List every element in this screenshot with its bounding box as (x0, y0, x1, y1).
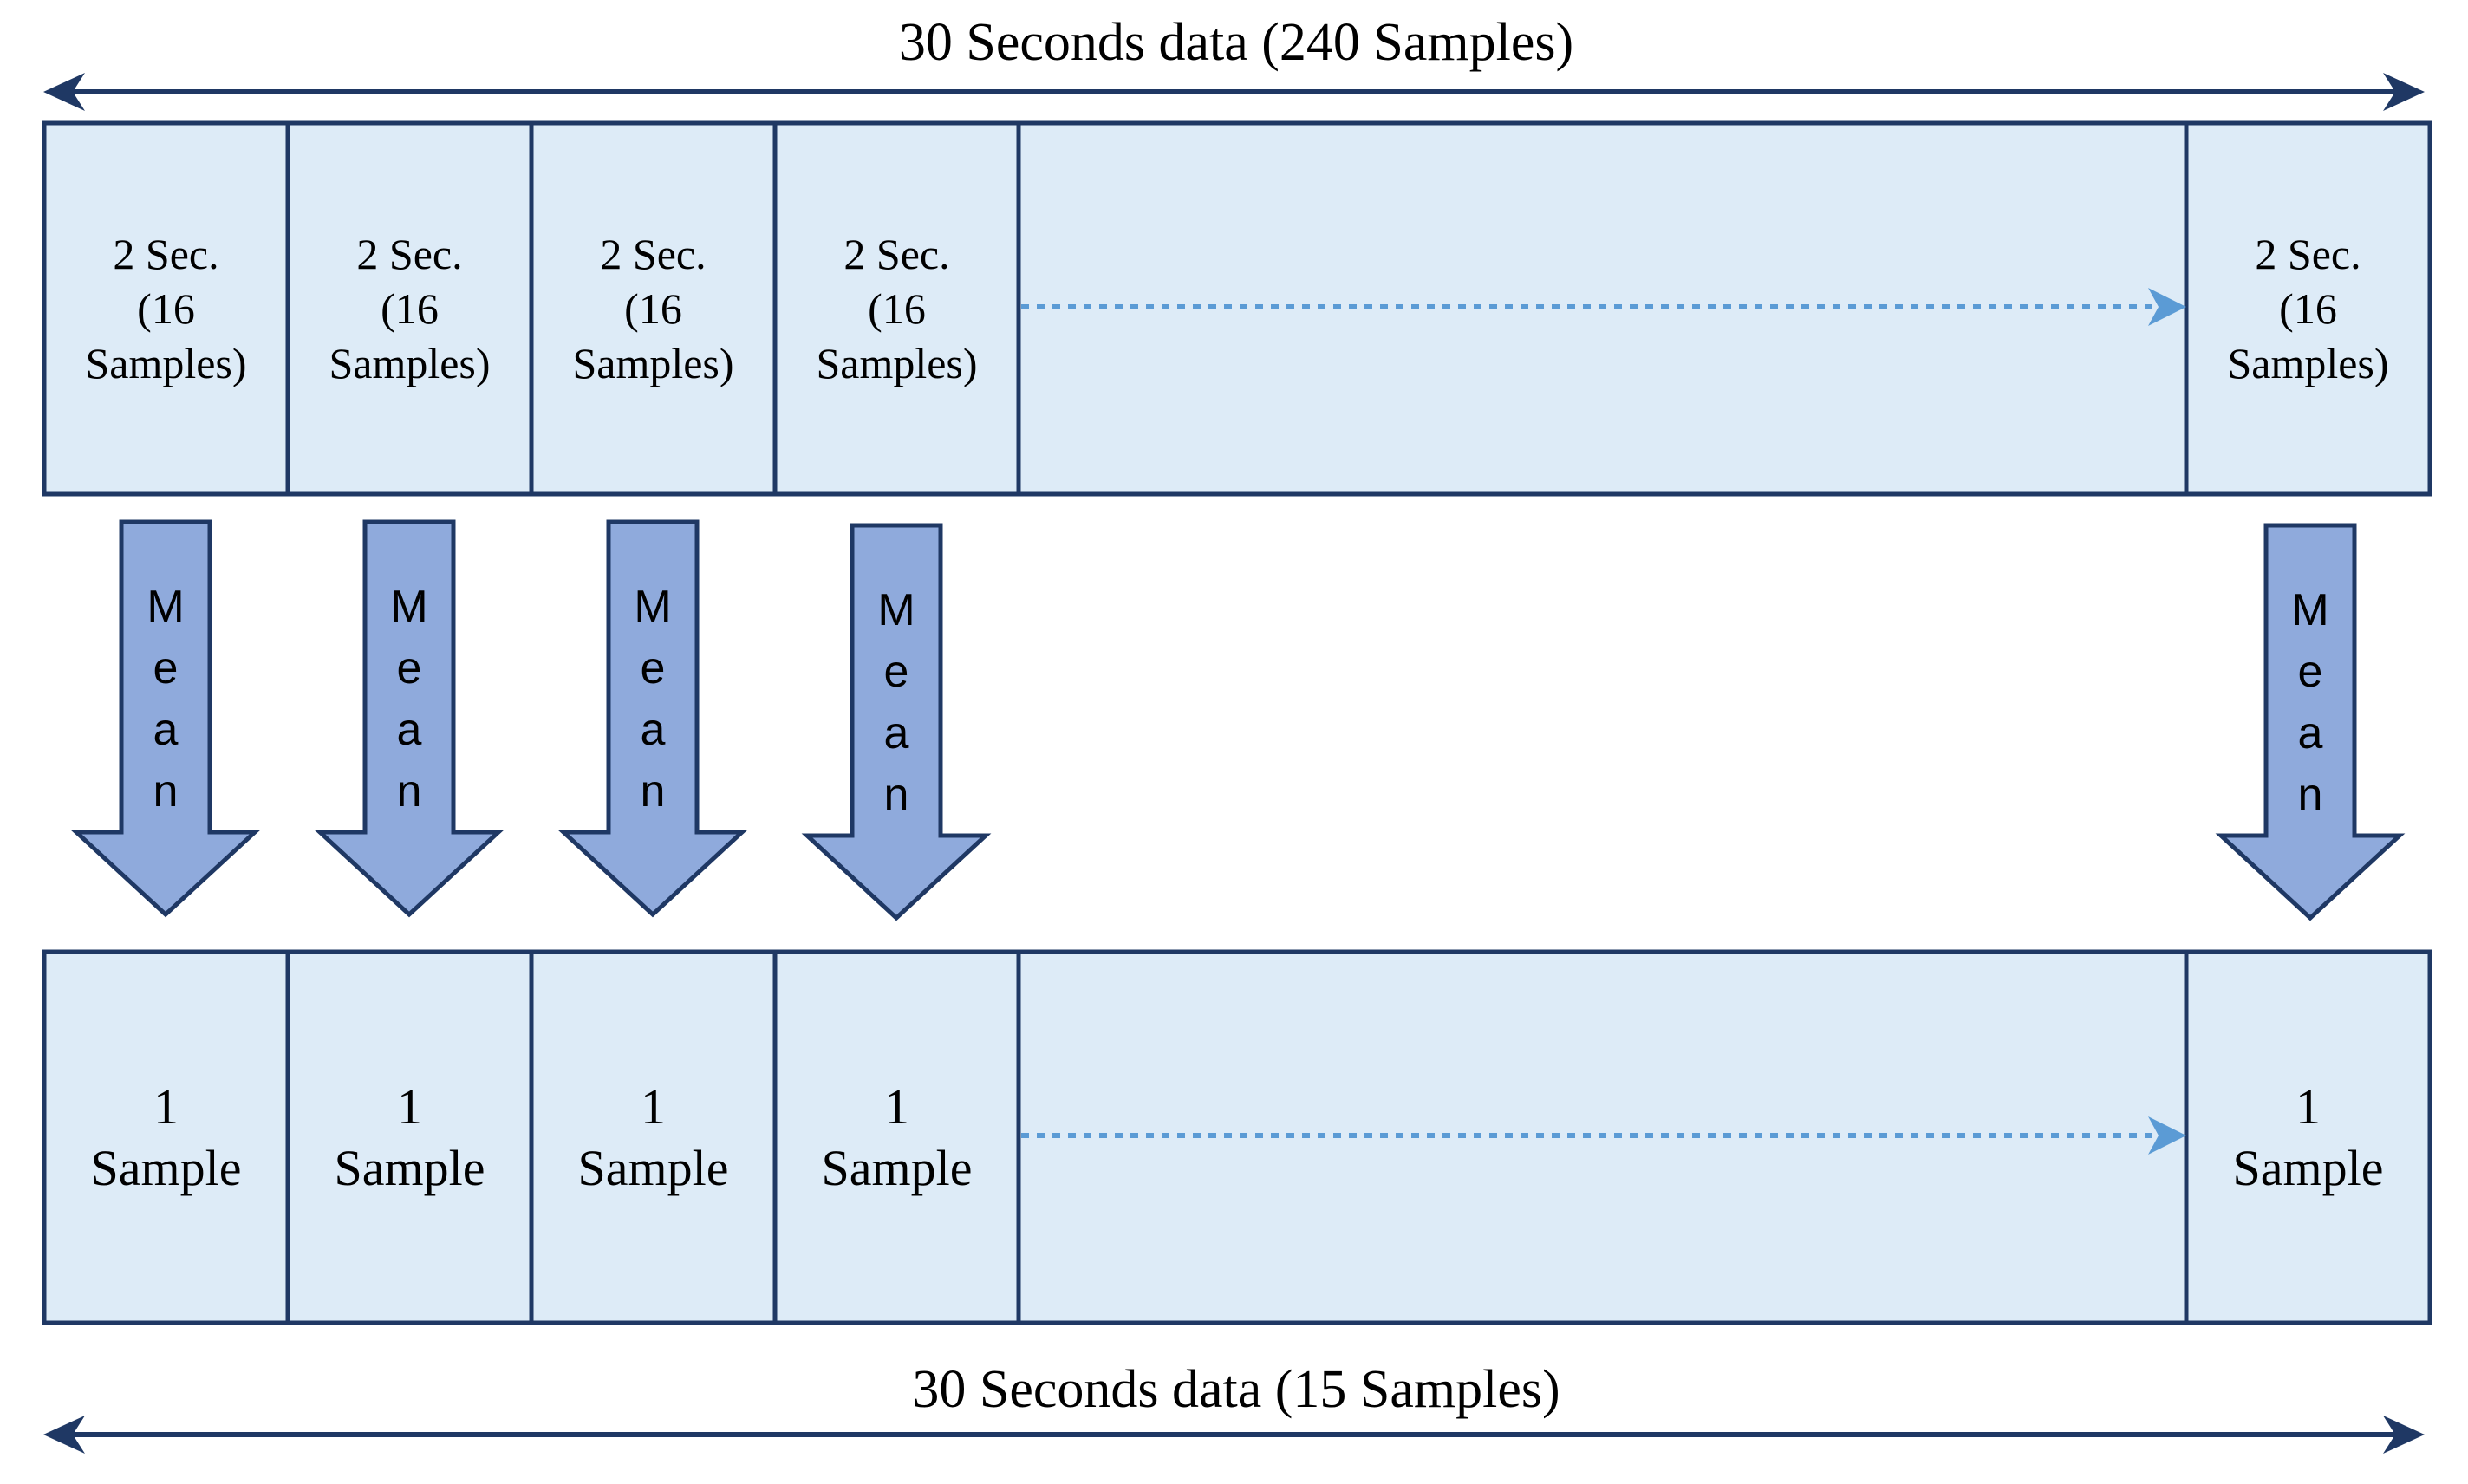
mean-arrow-2-label: M e a n (365, 576, 453, 823)
mean-letter: e (153, 643, 179, 693)
mean-letter: a (640, 705, 666, 755)
top-cell-2-text: 2 Sec. (16 Samples) (288, 123, 531, 494)
top-cell-line: (16 (2279, 283, 2337, 333)
mean-letter: M (634, 582, 672, 632)
mean-arrow (557, 519, 748, 918)
mean-letter: M (877, 585, 915, 635)
mean-letter: n (640, 766, 666, 817)
bottom-row-frame (42, 949, 2432, 1325)
bottom-cell-line: Sample (577, 1140, 729, 1196)
mean-arrow (2215, 523, 2406, 921)
bottom-cell-2-text: 1 Sample (288, 952, 531, 1323)
top-cell-line: (16 (381, 283, 439, 333)
mean-letter: M (390, 582, 428, 632)
top-cell-last-text: 2 Sec. (16 Samples) (2186, 123, 2430, 494)
top-cell-line: Samples) (2227, 338, 2389, 387)
top-cell-line: 2 Sec. (600, 229, 707, 278)
mean-letter: n (153, 766, 179, 817)
mean-arrow-1-label: M e a n (121, 576, 210, 823)
bottom-cell-line: 1 (153, 1078, 179, 1135)
mean-letter: M (147, 582, 185, 632)
top-cell-line: Samples) (816, 338, 978, 387)
bottom-cell-line: 1 (883, 1078, 909, 1135)
mean-letter: n (396, 766, 422, 817)
bottom-continuation-arrow (1021, 1116, 2186, 1155)
top-cell-line: (16 (868, 283, 926, 333)
bottom-cell-line: Sample (90, 1140, 242, 1196)
bottom-cell-line: 1 (640, 1078, 666, 1135)
mean-arrow-last-label: M e a n (2266, 580, 2354, 826)
mean-letter: a (2297, 708, 2323, 758)
mean-letter: n (883, 770, 909, 820)
top-cell-line: 2 Sec. (113, 229, 219, 278)
mean-letter: a (396, 705, 422, 755)
top-cell-line: Samples) (329, 338, 491, 387)
top-cell-4-text: 2 Sec. (16 Samples) (775, 123, 1019, 494)
top-cell-line: (16 (137, 283, 195, 333)
top-cell-line: Samples) (85, 338, 247, 387)
bottom-cell-4-text: 1 Sample (775, 952, 1019, 1323)
mean-arrow-4-label: M e a n (852, 580, 941, 826)
bottom-cell-line: 1 (2295, 1078, 2321, 1135)
bottom-cell-line: Sample (821, 1140, 973, 1196)
top-row (42, 120, 2432, 497)
mean-letter: a (883, 708, 909, 758)
bottom-row (42, 949, 2432, 1325)
mean-letter: M (2291, 585, 2329, 635)
mean-letter: e (2297, 647, 2323, 697)
top-cell-line: 2 Sec. (356, 229, 463, 278)
top-cell-3-text: 2 Sec. (16 Samples) (531, 123, 775, 494)
top-span-arrow (43, 73, 2425, 111)
bottom-span-arrow (43, 1416, 2425, 1454)
bottom-cell-line: Sample (334, 1140, 485, 1196)
mean-letter: e (396, 643, 422, 693)
top-continuation-arrow (1021, 288, 2186, 326)
top-cell-line: 2 Sec. (2255, 229, 2361, 278)
mean-arrow-3-label: M e a n (609, 576, 697, 823)
bottom-cell-1-text: 1 Sample (44, 952, 288, 1323)
top-span-label: 30 Seconds data (240 Samples) (898, 13, 1574, 72)
top-cell-line: (16 (624, 283, 682, 333)
bottom-cell-3-text: 1 Sample (531, 952, 775, 1323)
mean-arrows (70, 519, 2406, 921)
bottom-cell-last-text: 1 Sample (2186, 952, 2430, 1323)
mean-arrow (70, 519, 261, 918)
mean-letter: a (153, 705, 179, 755)
top-cell-line: 2 Sec. (843, 229, 950, 278)
mean-arrow (314, 519, 505, 918)
bottom-span-label: 30 Seconds data (15 Samples) (912, 1360, 1560, 1419)
top-cell-line: Samples) (572, 338, 734, 387)
mean-letter: n (2297, 770, 2323, 820)
mean-arrow (801, 523, 992, 921)
top-cell-1-text: 2 Sec. (16 Samples) (44, 123, 288, 494)
bottom-cell-line: Sample (2232, 1140, 2384, 1196)
bottom-cell-line: 1 (396, 1078, 422, 1135)
mean-letter: e (883, 647, 909, 697)
mean-letter: e (640, 643, 666, 693)
top-row-frame (42, 120, 2432, 497)
